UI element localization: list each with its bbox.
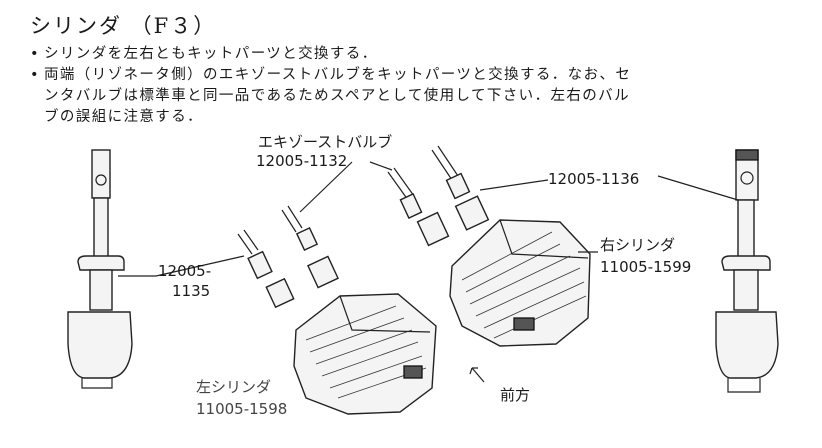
part-number-1136: 12005-1136 bbox=[548, 170, 640, 188]
right-cylinder-part-number: 11005-1599 bbox=[600, 258, 692, 276]
instruction-item-1: •シリンダを左右ともキットパーツと交換する． bbox=[30, 44, 810, 65]
instruction-line: シリンダを左右ともキットパーツと交換する． bbox=[44, 46, 378, 62]
instruction-line: ブの誤組に注意する． bbox=[44, 109, 203, 125]
right-valve-profile-illustration bbox=[715, 149, 779, 393]
bullet-icon: • bbox=[30, 67, 40, 83]
left-cylinder-illustration bbox=[293, 293, 437, 415]
front-arrow-icon bbox=[469, 367, 485, 383]
instruction-line: ンタバルブは標準車と同一品であるためスペアとして使用して下さい．左右のバル bbox=[44, 88, 630, 104]
left-valve-profile-illustration bbox=[67, 149, 133, 389]
instruction-line: 両端（リゾネータ側）のエキゾーストバルブをキットパーツと交換する．なお、セ bbox=[44, 67, 632, 83]
right-cylinder-illustration bbox=[449, 219, 591, 347]
left-cylinder-label: 左シリンダ bbox=[196, 378, 272, 396]
valve-part-1136 bbox=[431, 145, 490, 231]
valve-part-1132-right bbox=[387, 167, 450, 247]
part-number-1132: 12005-1132 bbox=[256, 152, 348, 170]
left-cylinder-part-number: 11005-1598 bbox=[196, 400, 288, 418]
valve-part-1135 bbox=[237, 229, 295, 309]
leader-lines bbox=[118, 161, 739, 277]
bullet-icon: • bbox=[30, 46, 40, 62]
instruction-list: •シリンダを左右ともキットパーツと交換する． •両端（リゾネータ側）のエキゾース… bbox=[30, 44, 810, 128]
page-title: シリンダ （F３） bbox=[30, 14, 217, 38]
front-direction-label: 前方 bbox=[500, 386, 531, 404]
instruction-item-2: •両端（リゾネータ側）のエキゾーストバルブをキットパーツと交換する．なお、セ ン… bbox=[30, 65, 810, 128]
part-number-1135-line1: 12005- bbox=[158, 262, 212, 280]
part-number-1135-line2: 1135 bbox=[172, 282, 211, 300]
right-cylinder-label: 右シリンダ bbox=[600, 236, 676, 254]
valve-part-1132-left bbox=[281, 205, 339, 289]
exhaust-valve-label: エキゾーストバルブ bbox=[258, 133, 393, 151]
